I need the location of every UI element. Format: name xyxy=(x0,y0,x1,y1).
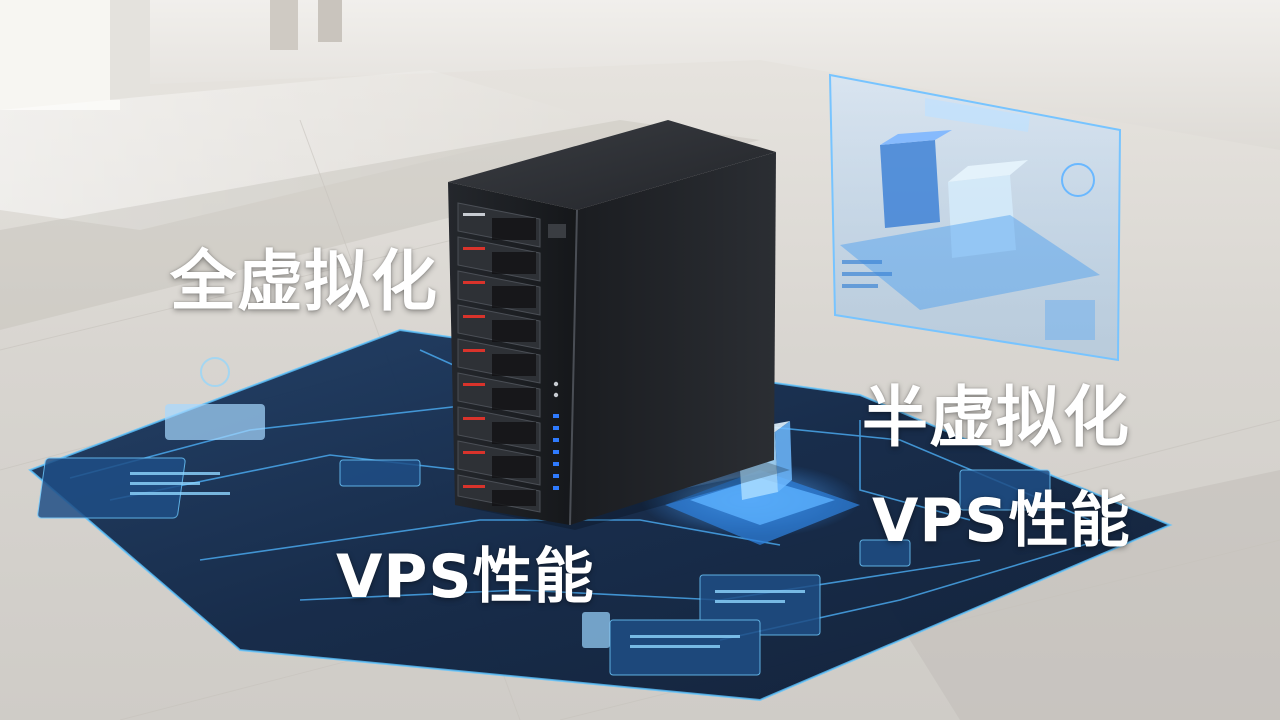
caption-vps-performance-left: VPS性能 xyxy=(336,542,595,612)
caption-vps-performance-right: VPS性能 xyxy=(872,486,1131,556)
drive-bay xyxy=(457,440,541,486)
server-side xyxy=(570,152,776,525)
drive-bays xyxy=(457,202,541,513)
sunlight-patch xyxy=(0,70,600,230)
drive-bay xyxy=(457,304,541,350)
window xyxy=(0,0,120,110)
drive-bay xyxy=(457,270,541,316)
drive-bay xyxy=(457,236,541,282)
status-led-strip xyxy=(548,224,566,490)
hologram-dashboard xyxy=(828,73,1122,362)
tower-server xyxy=(448,120,790,530)
caption-full-virtualization: 全虚拟化 xyxy=(170,243,438,320)
drive-bay xyxy=(457,474,541,513)
server-top xyxy=(448,120,776,210)
caption-para-virtualization: 半虚拟化 xyxy=(862,379,1130,456)
drive-bay xyxy=(457,338,541,384)
drive-bay xyxy=(457,406,541,452)
drive-bay xyxy=(457,372,541,418)
drive-bay xyxy=(457,202,541,248)
